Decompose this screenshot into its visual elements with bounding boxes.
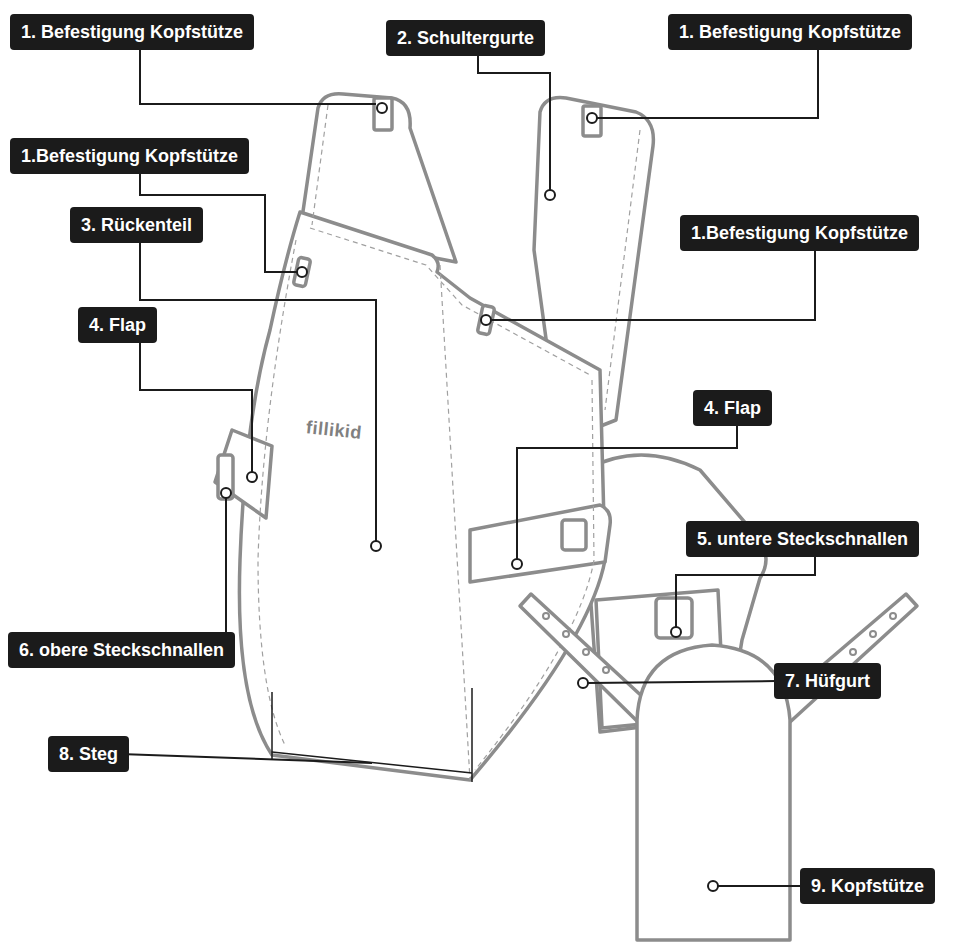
stitch-line <box>312 105 328 225</box>
callout-label: 9. Kopfstütze <box>800 868 935 904</box>
callout-point <box>578 678 588 688</box>
callout-label: 1.Befestigung Kopfstütze <box>680 215 919 251</box>
leader-line <box>718 885 802 887</box>
callout-label: 1. Befestigung Kopfstütze <box>10 14 254 50</box>
flap <box>470 505 610 582</box>
strap-hole <box>870 631 876 637</box>
callout-point <box>545 190 555 200</box>
buckle <box>218 455 233 499</box>
label-text: 1. Befestigung Kopfstütze <box>21 22 243 42</box>
leader-line <box>140 340 252 472</box>
headrest-strap <box>782 594 917 722</box>
callout-label: 3. Rückenteil <box>70 207 203 243</box>
leader-line <box>140 240 376 541</box>
leader-line <box>225 498 227 634</box>
buckle <box>656 598 692 638</box>
stitch-line <box>258 240 296 745</box>
callout-point <box>247 472 257 482</box>
callout-point <box>708 881 718 891</box>
leader-line <box>140 48 376 104</box>
label-text: 3. Rückenteil <box>81 215 192 235</box>
callout-label: 4. Flap <box>78 307 157 343</box>
bracket-tick <box>471 688 473 782</box>
callout-point <box>671 627 681 637</box>
stitch-line <box>475 380 594 770</box>
callout-point <box>297 267 307 277</box>
callout-label: 1.Befestigung Kopfstütze <box>10 138 249 174</box>
headrest-body <box>637 645 790 940</box>
label-text: 8. Steg <box>59 744 118 764</box>
stitch-line <box>310 228 590 375</box>
strap-hole <box>603 667 609 673</box>
callout-points <box>221 103 718 891</box>
width-bracket <box>272 688 472 782</box>
callout-label: 7. Hüfgurt <box>774 663 881 699</box>
label-text: 1.Befestigung Kopfstütze <box>21 146 238 166</box>
leader-line <box>676 555 815 627</box>
callout-label: 5. untere Steckschnallen <box>686 521 919 557</box>
brand-text: fillikid <box>305 417 363 444</box>
back-panel <box>239 212 605 780</box>
leader-line <box>478 54 550 190</box>
headrest-tab <box>374 98 392 130</box>
callout-label: 2. Schultergurte <box>386 20 545 56</box>
headrest-strap <box>520 594 646 722</box>
callout-label: 6. obere Steckschnallen <box>8 632 235 668</box>
label-text: 6. obere Steckschnallen <box>19 640 224 660</box>
bracket-line <box>272 752 472 773</box>
strap-hole <box>850 649 856 655</box>
label-text: 4. Flap <box>704 398 761 418</box>
leader-line <box>597 48 818 118</box>
callout-point <box>512 559 522 569</box>
callout-point <box>377 103 387 113</box>
callout-point <box>587 113 597 123</box>
label-text: 9. Kopfstütze <box>811 876 924 896</box>
label-text: 4. Flap <box>89 315 146 335</box>
callout-point <box>481 315 491 325</box>
headrest-tab <box>583 106 601 136</box>
label-text: 7. Hüfgurt <box>785 671 870 691</box>
callout-point <box>371 541 381 551</box>
strap-hole <box>890 613 896 619</box>
callout-label: 1. Befestigung Kopfstütze <box>668 14 912 50</box>
strap-hole <box>543 613 549 619</box>
callout-label: 4. Flap <box>693 390 772 426</box>
stitch-line <box>440 265 470 780</box>
stitch-line <box>605 130 640 410</box>
callout-label: 8. Steg <box>48 736 129 772</box>
label-text: 5. untere Steckschnallen <box>697 529 908 549</box>
leader-line <box>588 681 776 683</box>
label-text: 1. Befestigung Kopfstütze <box>679 22 901 42</box>
label-text: 2. Schultergurte <box>397 28 534 48</box>
strap-hole <box>583 649 589 655</box>
label-text: 1.Befestigung Kopfstütze <box>691 223 908 243</box>
callout-point <box>221 488 231 498</box>
buckle <box>562 520 586 550</box>
bracket-tick <box>271 692 273 760</box>
strap-hole <box>563 631 569 637</box>
leader-line <box>491 250 815 320</box>
